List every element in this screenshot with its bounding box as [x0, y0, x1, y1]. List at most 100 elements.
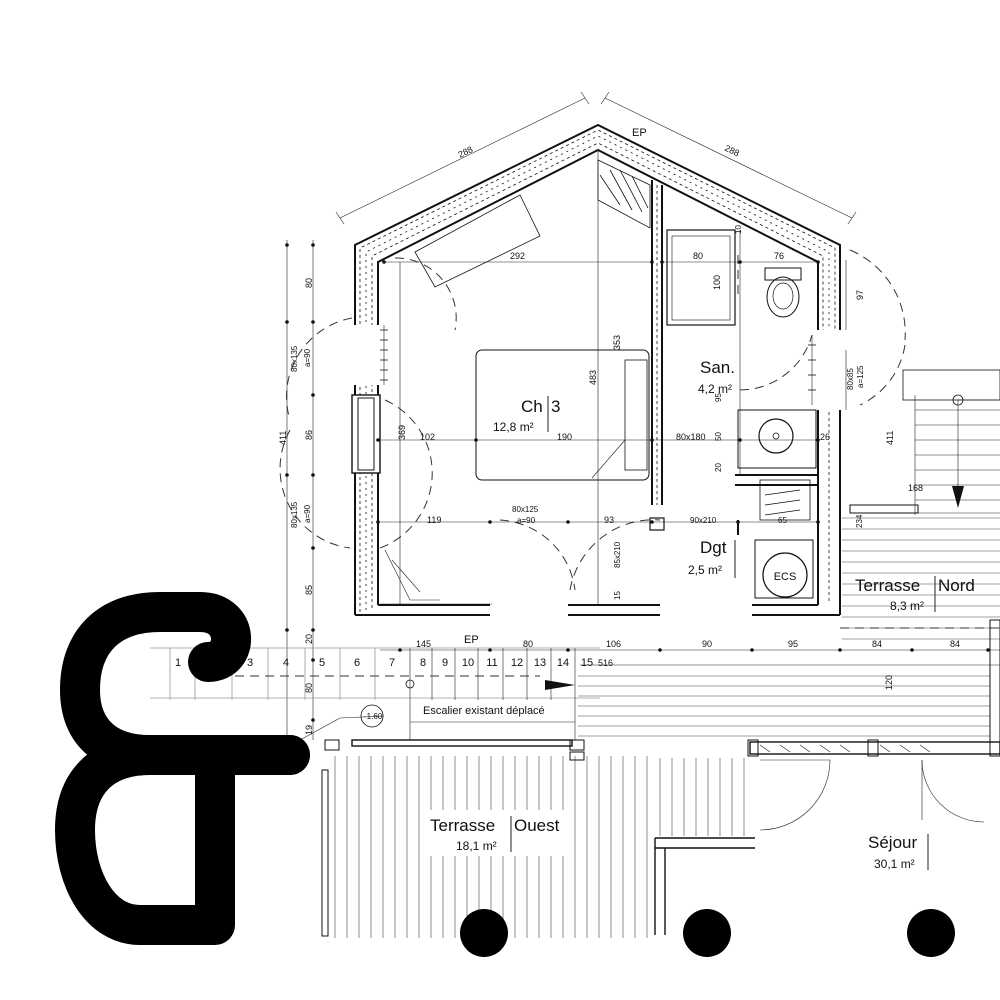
dim-text: 97	[855, 290, 865, 300]
bedroom-name: Ch	[521, 397, 543, 416]
dim-text: 80x180	[676, 432, 706, 442]
corridor-name: Dgt	[700, 538, 727, 557]
stair-step-number: 13	[534, 657, 546, 669]
dim-text: a=90	[303, 504, 312, 523]
dim-text: 80	[523, 639, 533, 649]
dim-text: a=125	[856, 365, 865, 388]
north-terrace-deck	[842, 517, 1000, 640]
stair-step-number: 5	[319, 657, 325, 669]
bottom-dimension-chain	[380, 648, 1000, 666]
dim-text: a=90	[517, 516, 536, 525]
north-terrace-step	[849, 504, 919, 514]
roof-dim-left: 288	[456, 144, 474, 160]
bed	[475, 349, 650, 481]
stair-arrow-icon	[545, 680, 575, 690]
dimension-lines	[376, 150, 820, 605]
dim-text: 76	[774, 251, 784, 261]
dim-text: 80x135	[290, 501, 299, 528]
ridge-label: EP	[632, 127, 647, 139]
stairs-label: Escalier existant déplacé	[423, 705, 545, 717]
water-heater-icon	[762, 552, 808, 598]
dim-text: 106	[606, 639, 621, 649]
dim-text: 95	[788, 639, 798, 649]
dim-text: 234	[855, 514, 864, 528]
dim-text: 84	[950, 639, 960, 649]
west-terrace-rail	[321, 739, 585, 937]
dim-text: 90	[702, 639, 712, 649]
dim-text: 120	[884, 675, 894, 690]
dim-text: 483	[588, 370, 598, 385]
dim-text: 102	[420, 432, 435, 442]
stair-step-number: 15	[581, 657, 593, 669]
dot-icon	[907, 909, 955, 957]
dim-text: 93	[604, 515, 614, 525]
dim-text: 20	[714, 463, 723, 472]
north-terrace-area: 8,3 m²	[890, 599, 924, 613]
living-room-area: 30,1 m²	[874, 857, 915, 871]
interior-walls	[649, 180, 818, 535]
stair-step-number: 4	[283, 657, 289, 669]
water-heater-label: ECS	[774, 571, 797, 583]
dim-text: 80	[304, 278, 314, 288]
door-swings	[279, 249, 906, 591]
north-stairs	[902, 369, 1000, 515]
dim-text: 411	[885, 431, 895, 445]
living-room-name: Séjour	[868, 833, 917, 852]
roof-dim-right: 288	[723, 143, 741, 159]
dim-text: 86	[304, 430, 314, 440]
dim-text: 292	[510, 251, 525, 261]
stair-step-number: 14	[557, 657, 569, 669]
dim-text: 516	[598, 658, 613, 668]
dim-text: a=90	[303, 348, 312, 367]
bedroom-number: 3	[551, 397, 560, 416]
dim-text: 85	[304, 585, 314, 595]
living-walls	[654, 619, 1000, 935]
bathroom-name: San.	[700, 358, 735, 377]
dim-text: 90x210	[690, 516, 717, 525]
dim-text: 369	[397, 425, 407, 440]
stair-step-number: 1	[175, 657, 181, 669]
stair-step-number: 7	[389, 657, 395, 669]
north-terrace-name-suffix: Nord	[938, 576, 975, 595]
dim-text: 85x210	[613, 541, 622, 568]
right-window	[808, 260, 847, 410]
dim-text: 80x125	[512, 505, 539, 514]
level-marker	[299, 704, 385, 741]
dim-text: 168	[908, 483, 923, 493]
dim-text: 80	[304, 683, 314, 693]
roof-dimension-lines	[335, 91, 857, 225]
stair-step-number: 9	[442, 657, 448, 669]
dim-text: 10	[734, 225, 743, 234]
dim-text: 84	[872, 639, 882, 649]
dim-text: 65	[778, 516, 787, 525]
dim-text: 190	[557, 432, 572, 442]
dim-text: 145	[416, 639, 431, 649]
toilet	[764, 267, 802, 318]
left-windows	[351, 325, 388, 474]
stair-step-number: 11	[486, 657, 497, 669]
dot-icon	[683, 909, 731, 957]
west-terrace-name: Terrasse	[430, 816, 495, 835]
dim-text: 100	[712, 275, 722, 290]
dim-text: EP	[464, 634, 479, 646]
bathroom-area: 4,2 m²	[698, 382, 732, 396]
ecs-box	[754, 539, 814, 599]
dim-text: 353	[612, 335, 622, 350]
dim-text: 26	[820, 432, 830, 442]
shower	[666, 229, 739, 326]
dim-text: 80x85	[846, 368, 855, 390]
stair-step-number: 6	[354, 657, 360, 669]
dot-icon	[460, 909, 508, 957]
dim-text: 80	[693, 251, 703, 261]
wardrobe	[597, 159, 651, 229]
dim-text: 411	[278, 431, 288, 445]
dim-text: 119	[427, 515, 441, 525]
desk	[380, 549, 492, 605]
level-label: -1.60	[364, 712, 383, 721]
stair-step-number: 10	[462, 657, 474, 669]
north-terrace-name: Terrasse	[855, 576, 920, 595]
west-terrace-area: 18,1 m²	[456, 839, 497, 853]
south-deck	[578, 675, 990, 836]
